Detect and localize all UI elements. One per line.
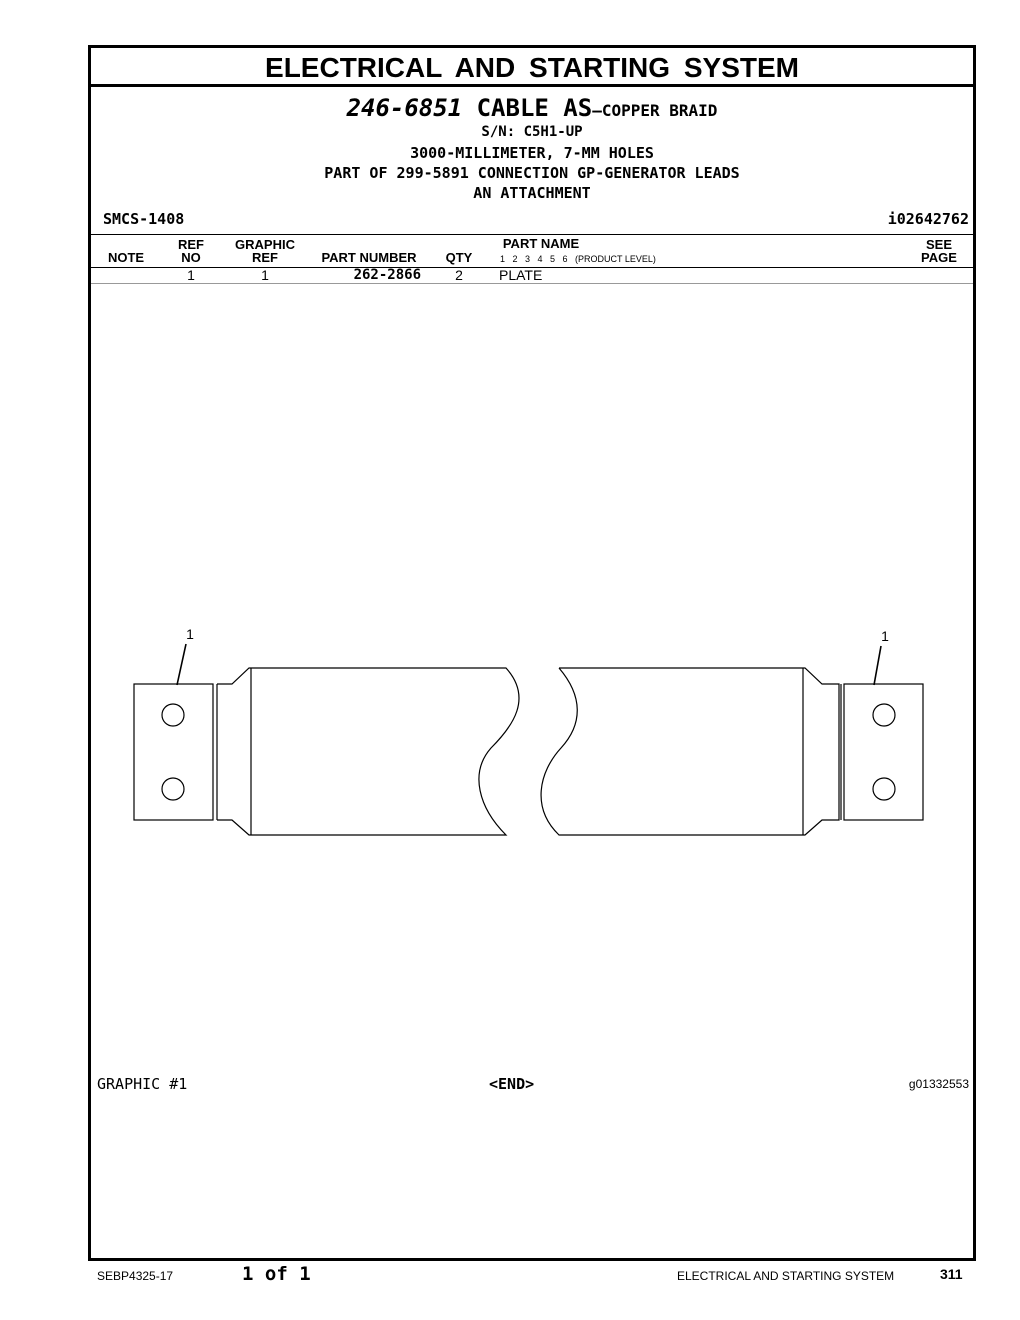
footer-page-number: 311 (940, 1266, 963, 1282)
footer-section: ELECTRICAL AND STARTING SYSTEM (677, 1269, 895, 1283)
callout-right: 1 (881, 628, 889, 644)
spec-line: 3000-MILLIMETER, 7-MM HOLES (410, 144, 654, 162)
col-see-bottom: PAGE (921, 250, 957, 265)
page-frame: ELECTRICAL AND STARTING SYSTEM 246-6851 … (88, 45, 976, 1261)
part-desc-heading: —COPPER BRAID (592, 101, 718, 120)
col-note: NOTE (107, 250, 145, 265)
table-header: NOTE REF NO GRAPHIC REF PART NUMBER QTY … (91, 234, 973, 268)
footer-page-count: 1 of 1 (242, 1263, 311, 1285)
row-part-number: 262-2866 (353, 267, 421, 283)
part-of-line: PART OF 299-5891 CONNECTION GP-GENERATOR… (324, 164, 740, 182)
right-hole-bottom (872, 777, 896, 801)
col-graphic-bottom: REF (252, 250, 278, 265)
col-part-number: PART NUMBER (321, 250, 417, 265)
col-graphic-top: GRAPHIC (235, 237, 295, 252)
section-title: ELECTRICAL AND STARTING SYSTEM (91, 48, 973, 87)
row-graphic-ref: 1 (261, 267, 269, 283)
table-row: 1 1 262-2866 2 PLATE (91, 267, 973, 284)
attachment-line: AN ATTACHMENT (473, 184, 591, 202)
part-name-heading: CABLE AS (476, 94, 593, 122)
cable-drawing: 1 1 (133, 626, 924, 836)
col-product-levels: 1 2 3 4 5 6 (PRODUCT LEVEL) (500, 254, 656, 264)
col-part-name: PART NAME (502, 236, 580, 251)
smcs-code: SMCS-1408 (103, 210, 185, 228)
left-hole-bottom (161, 777, 185, 801)
right-leader-line (873, 645, 882, 686)
col-qty: QTY (445, 250, 473, 265)
col-ref-bottom: NO (181, 250, 201, 265)
row-ref-no: 1 (187, 267, 195, 283)
part-heading: 246-6851 CABLE AS—COPPER BRAID (91, 94, 973, 122)
left-plate-shape (133, 683, 214, 821)
serial-range: S/N: C5H1-UP (481, 124, 583, 140)
right-hole-top (872, 703, 896, 727)
row-qty: 2 (455, 267, 463, 283)
callout-left: 1 (186, 626, 194, 642)
part-number-heading: 246-6851 (346, 94, 463, 122)
graphic-id: g01332553 (908, 1077, 969, 1091)
footer-doc-number: SEBP4325-17 (97, 1269, 174, 1283)
right-plate-shape (843, 683, 924, 821)
left-braid-shape (217, 667, 520, 836)
col-ref-top: REF (178, 237, 204, 252)
left-hole-top (161, 703, 185, 727)
right-braid-shape (540, 667, 840, 836)
info-id: i02642762 (887, 210, 969, 228)
end-marker: <END> (489, 1075, 535, 1093)
row-part-name: PLATE (499, 267, 543, 283)
left-leader-line (176, 643, 187, 686)
col-see-top: SEE (925, 237, 952, 252)
graphic-label: GRAPHIC #1 (97, 1075, 188, 1093)
